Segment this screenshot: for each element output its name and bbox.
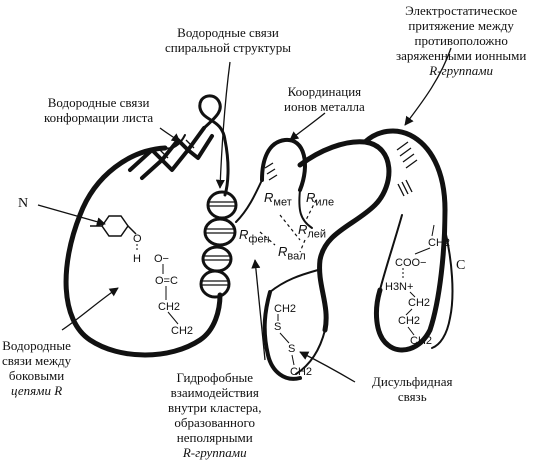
ch2-left-1: CH2 [158,301,180,313]
chem-bonds [136,224,435,366]
label-sheet-hbonds: Водородные связи конформации листа [44,95,154,125]
sulfur-2: S [288,343,295,355]
ch2-right-4: CH2 [410,335,432,347]
carboxyl-o-minus: O− [154,253,169,265]
label-helix-hbonds: Водородные связи спиральной структуры [165,25,291,55]
ch2-right-2: CH2 [408,297,430,309]
ch2-left-2: CH2 [171,325,193,337]
ch2-disulfide-1: CH2 [274,303,296,315]
tyrosine-ring [90,215,137,237]
coo-minus: COO− [395,257,426,269]
residue-ile: Rиле [306,190,335,209]
ch2-right-3: CH2 [398,315,420,327]
tyrosine-oxygen: O [133,233,142,245]
h3n-plus: H3N+ [385,281,413,293]
label-metal-coordination: Координация ионов металла [284,84,365,114]
n-terminus-label: N [18,196,29,211]
hbond-hatching [154,139,418,286]
c-terminus-label: C [456,258,466,273]
interaction-dashes [259,199,317,253]
label-electrostatic: Электростатическое притяжение между прот… [396,3,527,78]
residue-leu: Rлей [298,222,327,241]
residue-met: Rмет [264,190,292,209]
residue-phe: Rфен [239,227,270,246]
ch2-disulfide-2: CH2 [290,366,312,378]
tyrosine-hydrogen: H [133,253,141,265]
sulfur-1: S [274,321,281,333]
label-disulfide: Дисульфидная связь [372,374,453,404]
pointer-arrows [37,47,452,383]
residue-val: Rвал [278,244,306,263]
label-hydrophobic: Гидрофобные взаимодействия внутри класте… [168,370,262,460]
label-side-chain-hbonds: Водородные связи между боковыми цепями R [2,338,72,398]
carboxyl-carbon: O=C [155,275,178,287]
ch2-right-1: CH2 [428,237,450,249]
polypeptide-backbone [63,94,454,381]
